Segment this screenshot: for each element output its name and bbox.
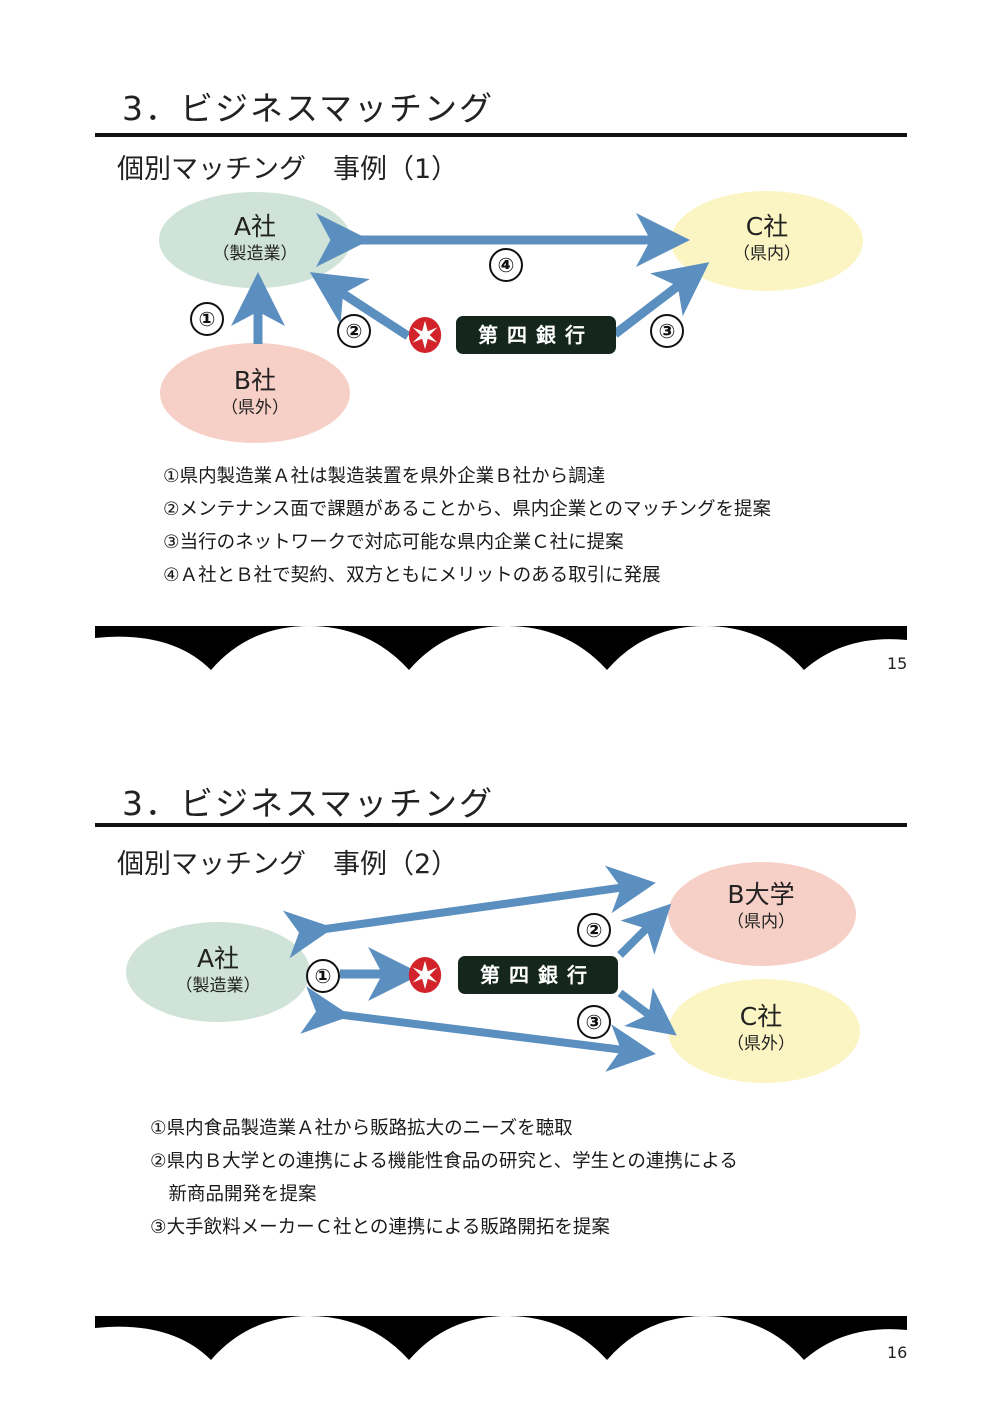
node-a-ellipse: [126, 922, 310, 1022]
description-item: ②メンテナンス面で課題があることから、県内企業とのマッチングを提案: [163, 499, 772, 520]
node-c-sub: （県内）: [733, 244, 801, 264]
node-b-sub: （県内）: [727, 912, 795, 932]
step-1-badge: ①: [306, 959, 340, 993]
node-a: A社 （製造業）: [175, 212, 335, 266]
node-b-ellipse: [668, 862, 856, 966]
node-c: C社 （県内）: [687, 212, 847, 266]
bank-name-plate: 第四銀行: [458, 956, 618, 994]
step-3-badge: ③: [650, 314, 684, 348]
arrow-2: [309, 272, 411, 340]
description-list: ①県内製造業Ａ社は製造装置を県外企業Ｂ社から調達 ②メンテナンス面で課題があるこ…: [163, 460, 771, 592]
arrow-3: [617, 987, 677, 1036]
page-number: 16: [887, 1343, 908, 1362]
node-a-sub: （製造業）: [175, 976, 261, 996]
node-c-ellipse: [668, 979, 860, 1083]
node-c-sub: （県外）: [727, 1034, 795, 1054]
arrow-3: [612, 262, 710, 338]
node-a-ellipse: [159, 192, 351, 288]
node-c: C社 （県外）: [686, 1002, 836, 1056]
title-rule: [95, 133, 907, 137]
node-c-name: C社: [739, 1002, 783, 1031]
arrow-3-long: [300, 986, 656, 1072]
scallop-footer-border: [95, 626, 907, 670]
arrow-2: [617, 903, 672, 958]
description-item: ①県内食品製造業Ａ社から販路拡大のニーズを聴取: [150, 1118, 573, 1139]
node-b: B大学 （県内）: [686, 880, 836, 934]
page-15: 3．ビジネスマッチング 個別マッチング 事例（1） A社 （製造業） B社 （県…: [0, 0, 1000, 700]
node-c-name: C社: [745, 212, 789, 241]
page-16: 3．ビジネスマッチング 個別マッチング 事例（2） A社 （製造業） B大学 （…: [0, 700, 1000, 1416]
bank-logo-icon: [408, 956, 442, 994]
node-b-ellipse: [160, 343, 350, 443]
node-a: A社 （製造業）: [143, 944, 293, 998]
node-b-sub: （県外）: [221, 398, 289, 418]
node-b-name: B大学: [727, 880, 795, 909]
description-list: ①県内食品製造業Ａ社から販路拡大のニーズを聴取 ②県内Ｂ大学との連携による機能性…: [150, 1112, 738, 1244]
page-number: 15: [887, 654, 908, 673]
node-b: B社 （県外）: [175, 366, 335, 420]
arrow-2-long: [282, 865, 656, 959]
description-item: ③大手飲料メーカーＣ社との連携による販路開拓を提案: [150, 1217, 610, 1238]
title-rule: [95, 823, 907, 827]
bank-name-plate: 第四銀行: [456, 316, 616, 354]
section-title: 3．ビジネスマッチング: [122, 89, 495, 128]
step-4-badge: ④: [489, 248, 523, 282]
node-a-name: A社: [233, 212, 277, 241]
description-item: ①県内製造業Ａ社は製造装置を県外企業Ｂ社から調達: [163, 466, 606, 487]
step-3-badge: ③: [577, 1005, 611, 1039]
description-item: ②県内Ｂ大学との連携による機能性食品の研究と、学生との連携による: [150, 1151, 738, 1172]
scallop-footer-border: [95, 1316, 907, 1360]
description-item: ④Ａ社とＢ社で契約、双方ともにメリットのある取引に発展: [163, 565, 661, 586]
description-item: 新商品開発を提案: [150, 1184, 317, 1205]
case-title: 個別マッチング 事例（1）: [117, 154, 459, 185]
matching-diagram-2: [126, 862, 860, 1083]
step-1-badge: ①: [190, 302, 224, 336]
step-2-badge: ②: [577, 913, 611, 947]
bank-logo-icon: [408, 316, 442, 354]
node-b-name: B社: [233, 366, 277, 395]
node-c-ellipse: [671, 191, 863, 291]
node-a-name: A社: [196, 944, 240, 973]
node-a-sub: （製造業）: [212, 244, 298, 264]
section-title: 3．ビジネスマッチング: [122, 784, 495, 823]
matching-diagram-1: [159, 191, 863, 443]
description-item: ③当行のネットワークで対応可能な県内企業Ｃ社に提案: [163, 532, 624, 553]
step-2-badge: ②: [337, 314, 371, 348]
